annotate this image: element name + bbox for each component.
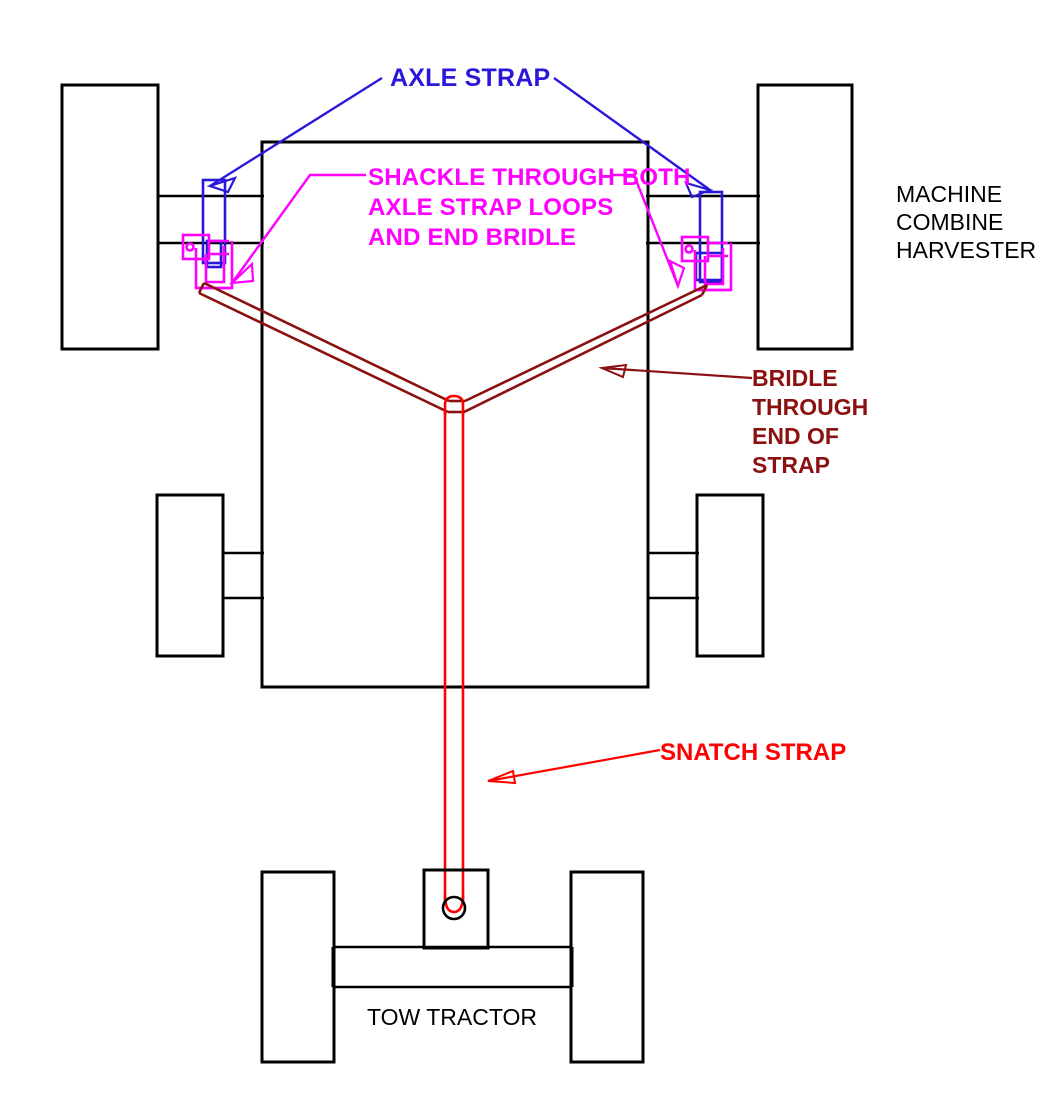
bridle-right-leg-edge2 <box>463 293 703 414</box>
axle-strap-leader-left <box>209 76 383 188</box>
snatch-strap-leader <box>487 748 661 783</box>
shackle-left-pin-bore <box>185 242 195 252</box>
shackles-group <box>181 233 733 292</box>
bridle-right-leg-edge1 <box>464 283 708 403</box>
shackle-leaders <box>228 173 686 290</box>
bridle-left-leg-end <box>197 282 206 294</box>
label-machine-line3: HARVESTER <box>896 237 1036 263</box>
snatch-strap-group <box>443 394 465 914</box>
axle-strap-arrowhead-left <box>206 176 238 194</box>
tractor-hitch-box <box>422 868 490 950</box>
front-right-wheel <box>756 83 854 351</box>
axle-strap-left <box>201 178 227 265</box>
label-bridle-line4: STRAP <box>752 452 830 478</box>
shackle-leader-right <box>612 173 680 287</box>
bridle-leader <box>601 366 753 380</box>
snatch-strap-loop-top <box>443 394 465 415</box>
label-bridle-line3: END OF <box>752 423 839 449</box>
label-axle-strap: AXLE STRAP <box>390 64 550 92</box>
combine-harvester-group <box>60 83 854 689</box>
snatch-strap-leader-group <box>487 748 661 785</box>
tow-tractor-group <box>260 868 645 1064</box>
rear-left-wheel <box>155 493 225 658</box>
rear-right-wheel <box>695 493 765 658</box>
shackle-left-body-inner <box>204 246 226 284</box>
bridle-left-leg-edge2 <box>198 291 449 414</box>
label-snatch-strap: SNATCH STRAP <box>660 739 846 766</box>
shackle-arrowhead-right <box>668 258 686 290</box>
snatch-strap-loop-bottom <box>443 894 465 914</box>
axle-strap-arrowhead-right <box>684 181 714 199</box>
tractor-front-right-wheel <box>569 870 645 1064</box>
axle-strap-leaders <box>206 76 714 199</box>
shackle-arrowhead-left <box>228 261 255 285</box>
label-bridle-line1: BRIDLE <box>752 365 838 391</box>
axle-strap-leader-right <box>553 77 711 191</box>
snatch-strap-arrowhead <box>487 769 517 785</box>
label-machine-line1: MACHINE <box>896 181 1002 207</box>
tow-hitch-pin <box>441 895 467 921</box>
shackle-right-body-inner <box>703 248 725 286</box>
bridle-arrowhead <box>598 363 628 379</box>
shackle-leader-left <box>231 173 366 284</box>
label-shackle-line1: SHACKLE THROUGH BOTH <box>368 164 691 191</box>
label-shackle-line2: AXLE STRAP LOOPS <box>368 194 613 221</box>
label-shackle-line3: AND END BRIDLE <box>368 224 576 251</box>
shackle-right-pin-bore <box>684 244 694 254</box>
harvester-body <box>260 140 650 689</box>
label-machine-line2: COMBINE <box>896 209 1003 235</box>
bridle-group <box>197 281 709 414</box>
label-bridle-line2: THROUGH <box>752 394 868 420</box>
label-tow-tractor: TOW TRACTOR <box>367 1004 537 1030</box>
bridle-left-leg-edge1 <box>203 281 450 403</box>
tractor-front-left-wheel <box>260 870 336 1064</box>
bridle-right-leg-end <box>700 284 709 296</box>
bridle-leader-group <box>598 363 753 380</box>
front-left-wheel <box>60 83 160 351</box>
